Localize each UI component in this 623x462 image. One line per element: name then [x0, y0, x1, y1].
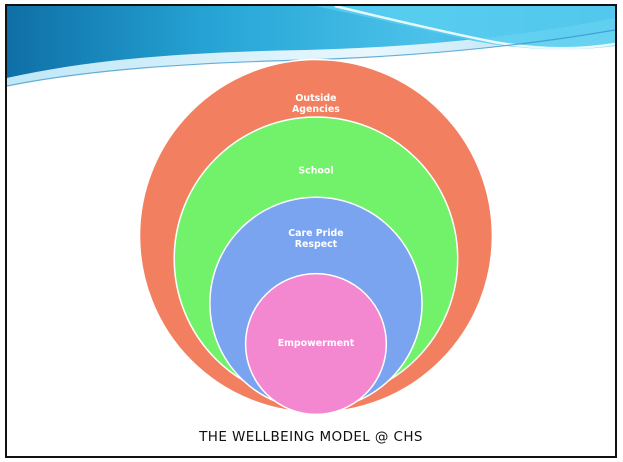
school-label: School — [298, 166, 333, 177]
care-pride-respect-label: Respect — [295, 239, 338, 250]
care-pride-respect-label: Care Pride — [288, 228, 343, 239]
empowerment-label: Empowerment — [278, 338, 355, 349]
header-wave-band — [7, 6, 615, 88]
empowerment-circle — [244, 272, 388, 416]
slide-title: THE WELLBEING MODEL @ CHS — [199, 429, 423, 445]
outside-agencies-label: Agencies — [292, 104, 340, 115]
outside-agencies-label: Outside — [295, 93, 336, 104]
